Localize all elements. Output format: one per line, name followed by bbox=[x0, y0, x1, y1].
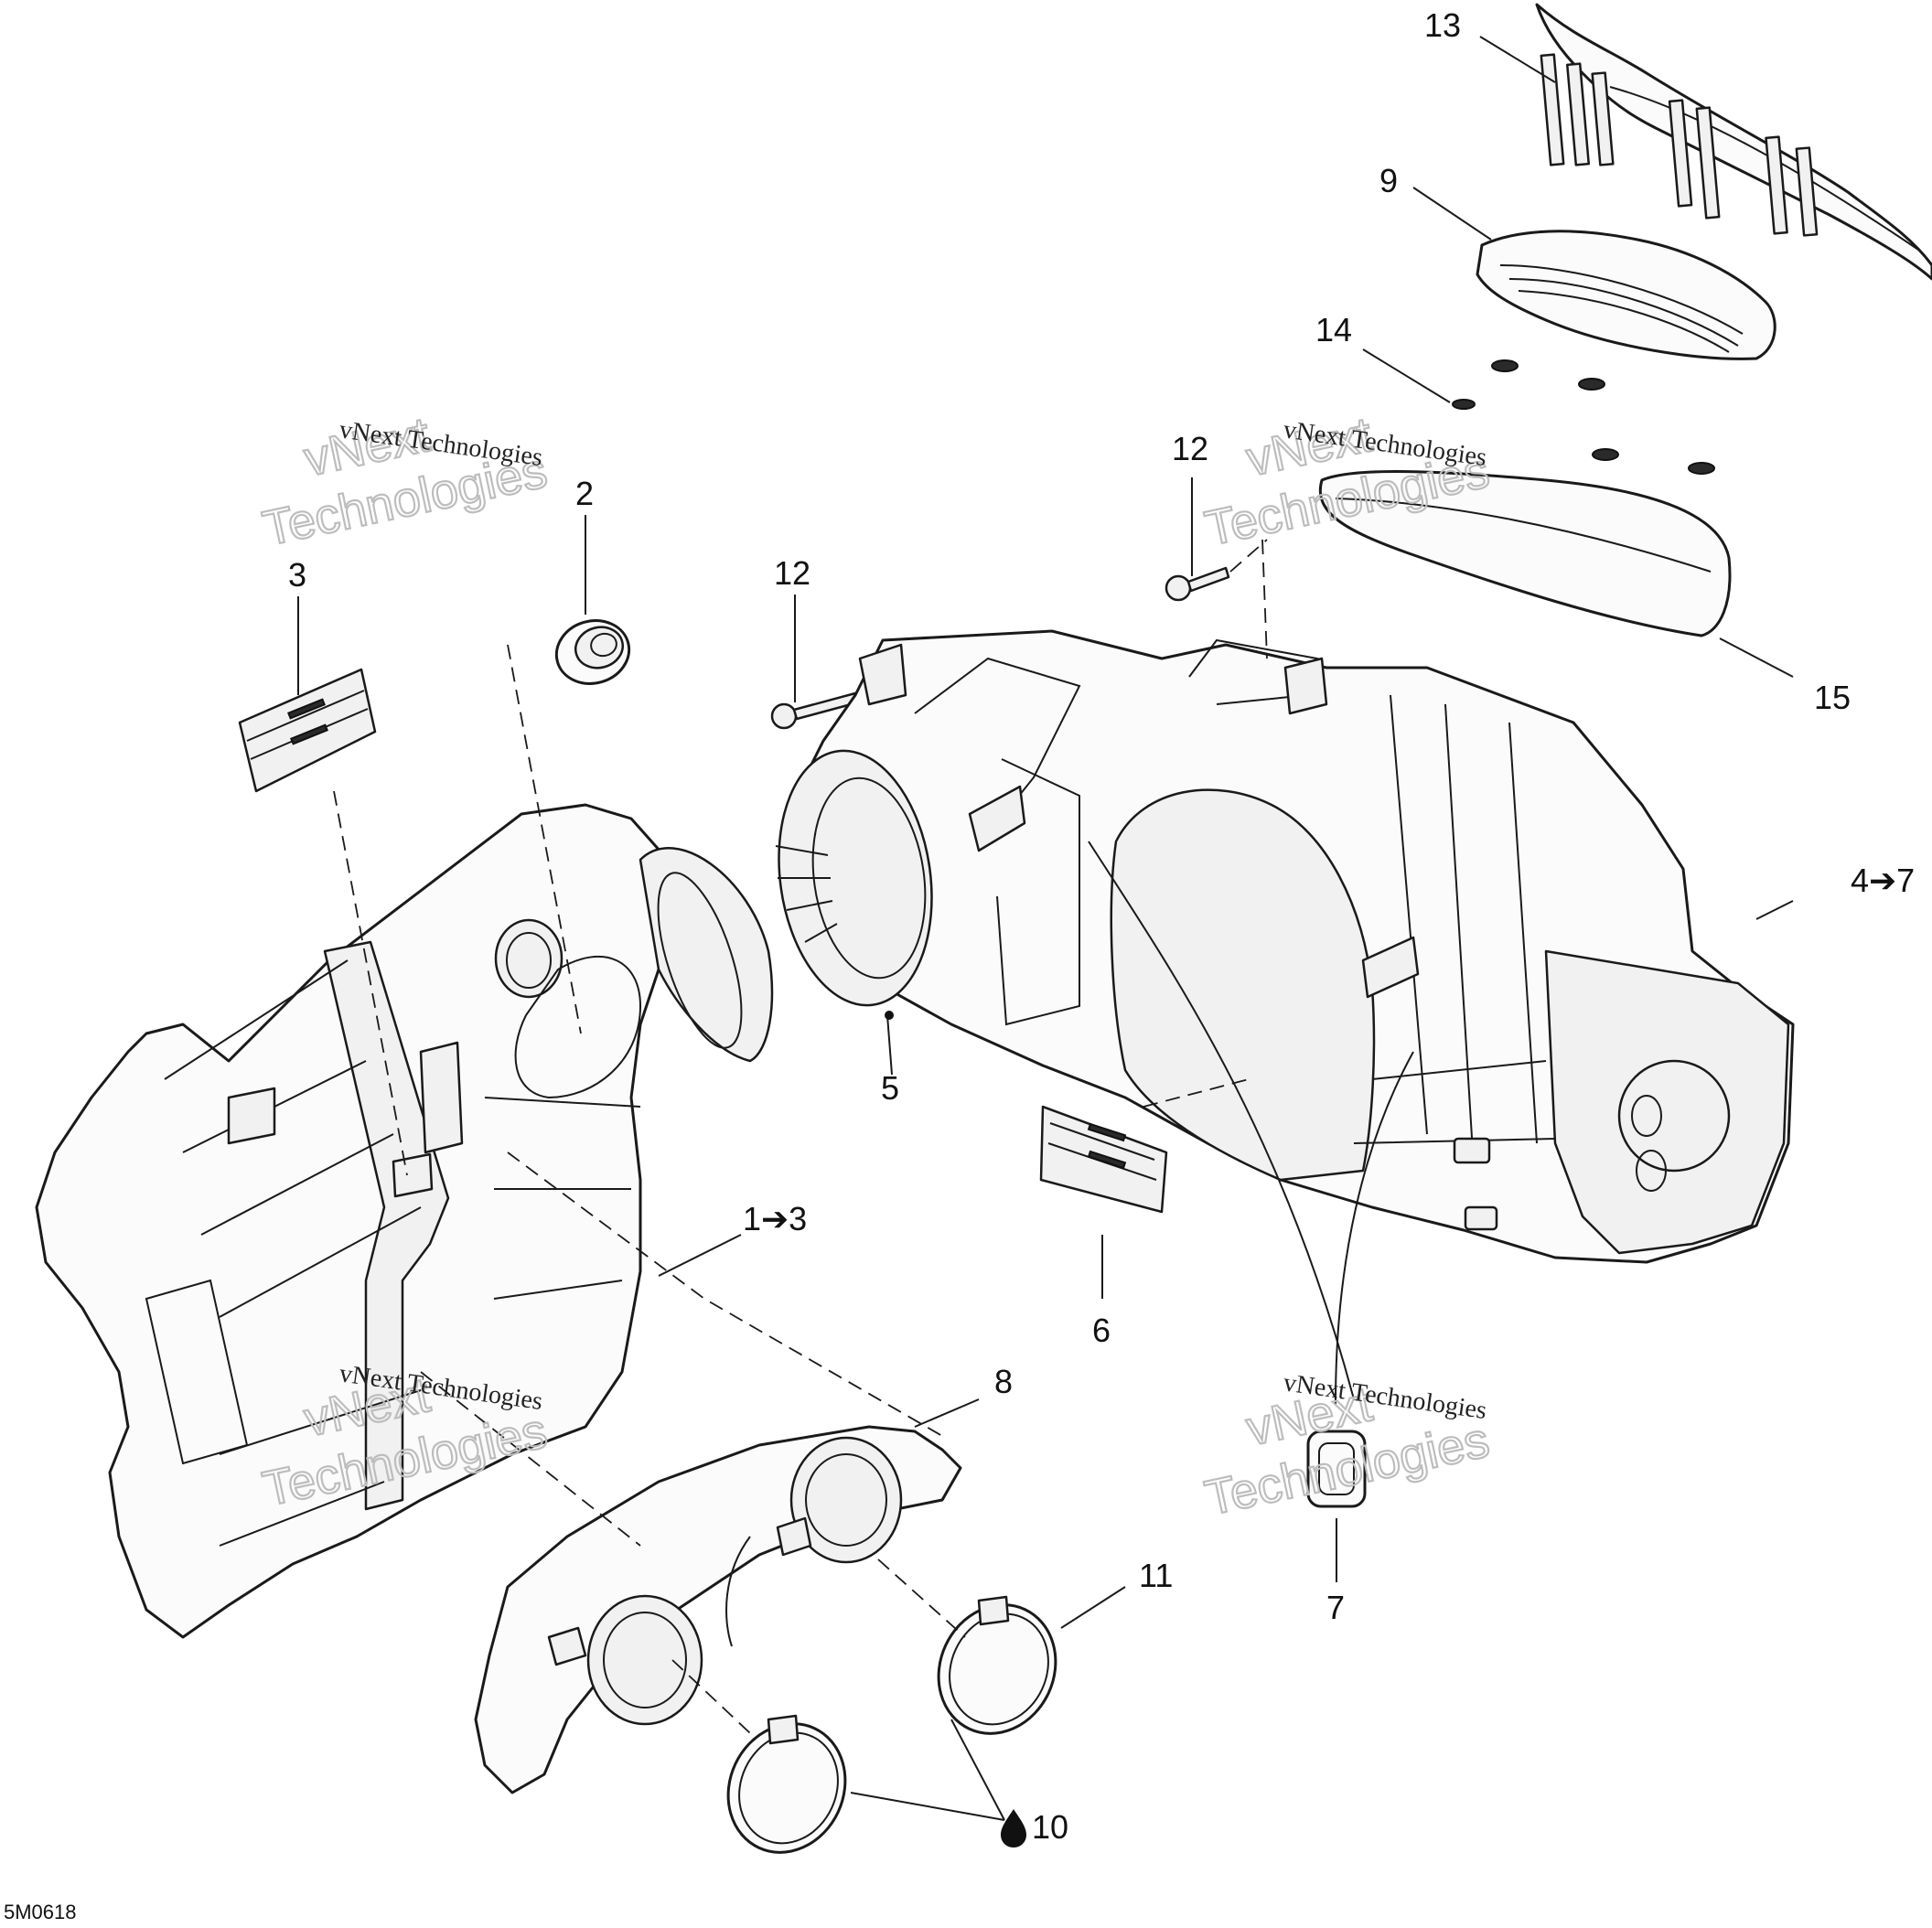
callout-9: 9 bbox=[1379, 162, 1398, 199]
part-1-3-silencer bbox=[35, 803, 774, 1639]
drop-icon bbox=[1001, 1809, 1026, 1848]
part-13-posts bbox=[1540, 53, 1819, 237]
part-3-label bbox=[238, 668, 377, 793]
part-4-7-airbox-housing bbox=[775, 629, 1795, 1405]
part-14-washers bbox=[1452, 359, 1715, 475]
callout-4-7: 4➔7 bbox=[1851, 862, 1915, 899]
part-8-adapter bbox=[474, 1425, 962, 1794]
part-15-filter bbox=[1318, 470, 1732, 637]
part-7-gasket bbox=[1306, 1430, 1367, 1508]
callout-11: 11 bbox=[1139, 1557, 1173, 1594]
callout-5: 5 bbox=[881, 1069, 899, 1107]
callout-6: 6 bbox=[1092, 1312, 1111, 1349]
callout-14: 14 bbox=[1315, 311, 1352, 348]
leader-lines bbox=[297, 36, 1794, 1821]
assembly-lines bbox=[333, 539, 1268, 1734]
callout-12-left: 12 bbox=[774, 554, 810, 592]
part-13-frame bbox=[1535, 3, 1932, 281]
part-11-clamp bbox=[937, 1595, 1057, 1735]
part-6-label bbox=[1039, 1105, 1168, 1214]
callout-10-label: 10 bbox=[1032, 1808, 1068, 1846]
callout-15: 15 bbox=[1814, 679, 1851, 716]
part-2-grommet bbox=[554, 619, 631, 685]
part-9-cover bbox=[1476, 230, 1776, 360]
callout-8: 8 bbox=[994, 1363, 1013, 1400]
callout-2: 2 bbox=[575, 475, 594, 512]
callout-10: 10 bbox=[1001, 1808, 1068, 1848]
part-10-clamp bbox=[726, 1714, 847, 1854]
drawing-code: 5M0618 bbox=[4, 1901, 77, 1923]
watermark-top-left: vNext Technologies bbox=[257, 406, 553, 558]
callout-3: 3 bbox=[288, 556, 306, 594]
callout-12-right: 12 bbox=[1172, 430, 1208, 467]
part-12-bolt-left bbox=[770, 691, 860, 730]
callout-1-3: 1➔3 bbox=[743, 1200, 807, 1237]
callout-7: 7 bbox=[1326, 1589, 1345, 1626]
part-12-bolt-right bbox=[1165, 566, 1230, 602]
callout-13: 13 bbox=[1424, 6, 1461, 44]
